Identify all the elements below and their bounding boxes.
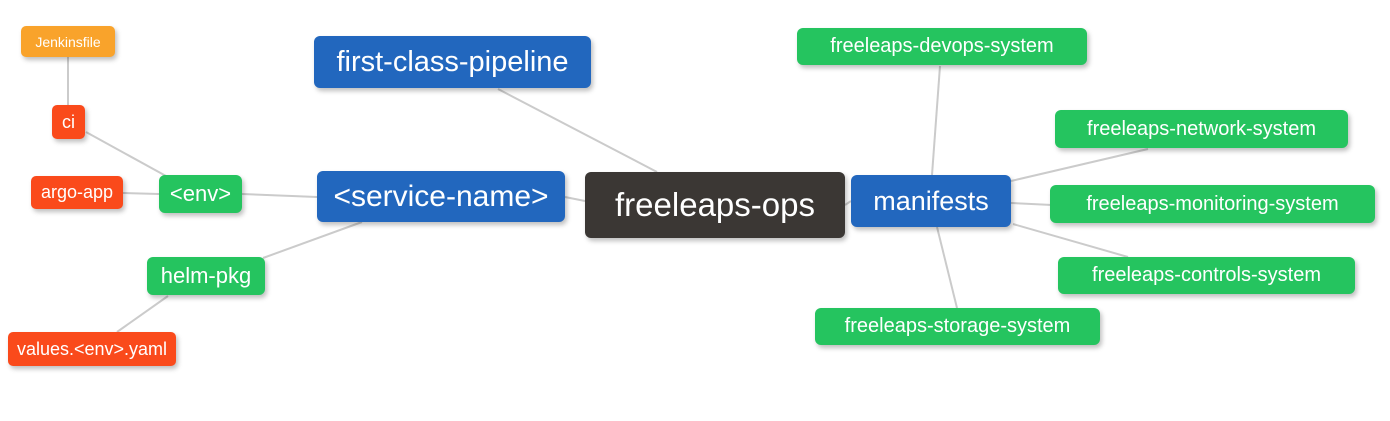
edge-freeleaps-ops-manifests: [844, 200, 852, 206]
edge-env-service-name: [241, 193, 318, 198]
edge-argo-app-env: [122, 192, 160, 195]
node-freeleaps-ops-root[interactable]: freeleaps-ops: [585, 172, 845, 238]
edge-manifests-monitoring: [1010, 202, 1053, 206]
node-manifests[interactable]: manifests: [851, 175, 1011, 227]
node-first-class-pipeline[interactable]: first-class-pipeline: [314, 36, 591, 88]
node-ci[interactable]: ci: [52, 105, 85, 139]
node-jenkinsfile[interactable]: Jenkinsfile: [21, 26, 115, 57]
node-service-name[interactable]: <service-name>: [317, 171, 565, 222]
node-argo-app[interactable]: argo-app: [31, 176, 123, 209]
node-freeleaps-controls-system[interactable]: freeleaps-controls-system: [1058, 257, 1355, 294]
edge-manifests-controls: [1012, 223, 1129, 258]
edge-helm-pkg-service-name: [262, 221, 363, 259]
node-freeleaps-devops-system[interactable]: freeleaps-devops-system: [797, 28, 1087, 65]
edge-values-helm-pkg: [116, 295, 169, 333]
edge-service-name-freeleaps-ops: [564, 196, 586, 202]
node-freeleaps-monitoring-system[interactable]: freeleaps-monitoring-system: [1050, 185, 1375, 223]
node-values-env-yaml[interactable]: values.<env>.yaml: [8, 332, 176, 366]
edge-manifests-devops: [931, 65, 941, 176]
node-env[interactable]: <env>: [159, 175, 242, 213]
node-freeleaps-network-system[interactable]: freeleaps-network-system: [1055, 110, 1348, 148]
edge-manifests-storage: [936, 226, 958, 309]
edge-pipeline-freeleaps-ops: [497, 88, 658, 173]
node-freeleaps-storage-system[interactable]: freeleaps-storage-system: [815, 308, 1100, 345]
node-helm-pkg[interactable]: helm-pkg: [147, 257, 265, 295]
edge-ci-env: [85, 131, 167, 177]
edge-manifests-network: [1010, 148, 1149, 182]
